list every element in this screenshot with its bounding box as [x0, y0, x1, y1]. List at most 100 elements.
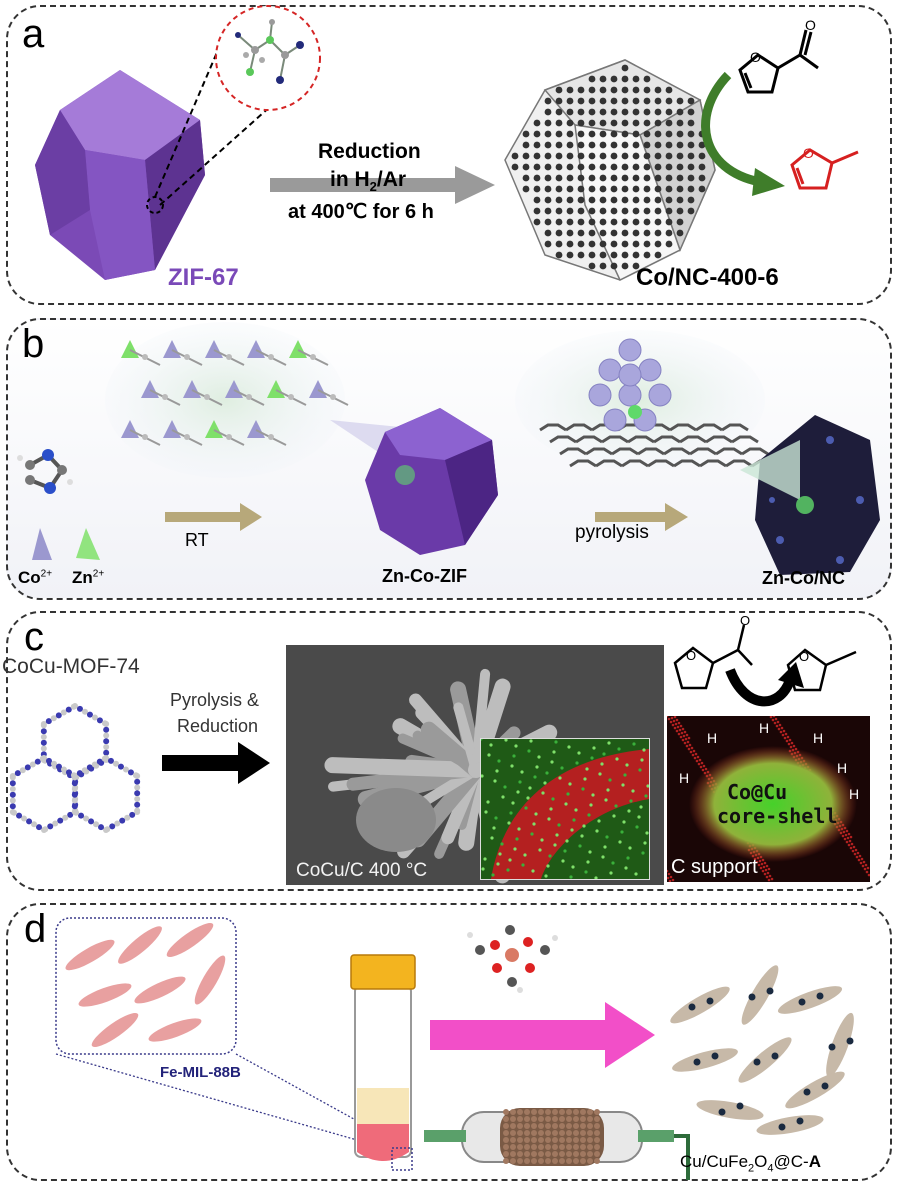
framework-atom: [204, 394, 210, 400]
c-dot: [672, 719, 676, 723]
graphene-bond: [695, 423, 723, 432]
eds-dot: [622, 820, 626, 824]
mof-atom: [45, 718, 52, 725]
cu-nanoparticle: [748, 993, 756, 1001]
pore: [610, 185, 618, 193]
pore: [555, 119, 563, 127]
pore: [654, 130, 662, 138]
pyrolysis-arrow: [595, 503, 688, 531]
c-dot: [847, 832, 851, 836]
furnace-particle: [531, 1130, 537, 1136]
pore: [621, 218, 629, 226]
cu-cufe2o4-rods: [670, 965, 854, 1135]
pore: [599, 130, 607, 138]
eds-dot: [572, 818, 576, 822]
eds-dot: [481, 739, 483, 741]
c-dot: [671, 723, 675, 727]
c-dot: [667, 869, 669, 873]
eds-dot: [547, 817, 551, 821]
furnace-particle: [538, 1109, 544, 1115]
pore: [621, 64, 629, 72]
mof-atom: [57, 817, 64, 824]
pore: [544, 152, 552, 160]
pore: [577, 207, 585, 215]
pore: [533, 218, 541, 226]
pore: [610, 229, 618, 237]
graphene-bond: [705, 435, 733, 444]
eds-dot: [565, 839, 569, 843]
pore: [665, 152, 673, 160]
c-dot: [857, 858, 861, 862]
c-dot: [697, 762, 701, 766]
c-dot: [681, 727, 685, 731]
c-dot: [681, 738, 685, 742]
mof-atom: [103, 732, 110, 739]
graphene-bond: [715, 447, 743, 456]
h-atom-2: H: [759, 720, 770, 736]
c-dot: [696, 755, 700, 759]
pore: [555, 251, 563, 259]
furnace-particle: [531, 1151, 537, 1157]
framework-atom: [142, 354, 148, 360]
c-dot: [856, 851, 860, 855]
c-dot: [854, 848, 858, 852]
c-dot: [779, 730, 783, 734]
eds-dot: [557, 823, 561, 827]
eds-dot: [524, 806, 528, 810]
furnace-particle: [538, 1144, 544, 1150]
pore: [522, 185, 530, 193]
pore: [577, 86, 585, 94]
panel-a: [6, 5, 892, 305]
pore: [588, 240, 596, 248]
eds-dot: [621, 783, 625, 787]
eds-dot: [535, 765, 539, 769]
eds-dot: [581, 787, 585, 791]
pore: [621, 119, 629, 127]
mof-atom: [9, 803, 16, 810]
furnace-particle: [566, 1158, 572, 1164]
eds-dot: [628, 846, 632, 850]
c-dot: [771, 718, 775, 722]
furnace-particle: [517, 1144, 523, 1150]
c-dot: [864, 863, 868, 867]
cu-nanoparticle: [821, 1082, 829, 1090]
c-dot: [700, 761, 704, 765]
mof-atom: [9, 780, 16, 787]
furnace-particle: [566, 1123, 572, 1129]
mof-atom: [124, 814, 131, 821]
pore: [698, 141, 706, 149]
furnace-particle: [545, 1116, 551, 1122]
cluster-atom: [618, 363, 642, 387]
c-dot: [860, 857, 864, 861]
panel-d: [6, 903, 892, 1181]
mof-atom: [134, 790, 141, 797]
pore: [687, 119, 695, 127]
pore: [665, 141, 673, 149]
pore: [588, 97, 596, 105]
mof-atom: [103, 721, 110, 727]
pore: [643, 196, 651, 204]
panel-d-letter: d: [24, 907, 47, 951]
pore: [687, 196, 695, 204]
furnace-particle: [580, 1144, 586, 1150]
eds-dot: [494, 816, 498, 820]
cu-nanoparticle: [766, 987, 774, 995]
svg-text:O: O: [805, 17, 816, 33]
pyrolysis-reduction-line1: Pyrolysis &: [170, 690, 260, 710]
eds-dot: [638, 768, 642, 772]
furnace-particle: [587, 1144, 593, 1150]
pore: [632, 196, 640, 204]
mil-88b-rod: [91, 1012, 139, 1048]
c-dot: [763, 861, 767, 865]
graphene-bond: [731, 435, 759, 444]
framework-atom: [288, 394, 294, 400]
eds-dot: [497, 759, 501, 763]
pore: [566, 196, 574, 204]
eds-dot: [595, 829, 599, 833]
c-support-label: C support: [671, 856, 758, 878]
pore: [555, 240, 563, 248]
eds-dot: [571, 865, 575, 869]
pore: [654, 119, 662, 127]
eds-dot: [601, 855, 605, 859]
